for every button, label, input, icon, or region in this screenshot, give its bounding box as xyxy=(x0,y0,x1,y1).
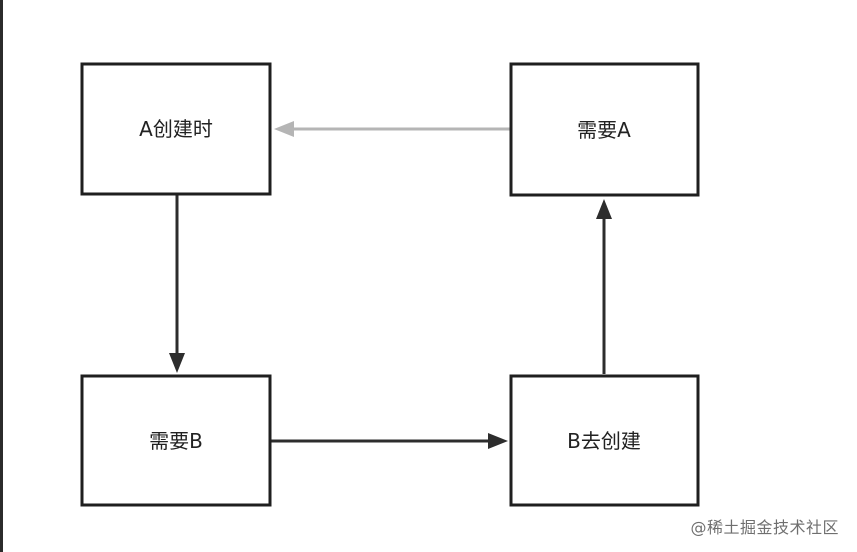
node-box xyxy=(509,62,700,197)
node-box xyxy=(80,62,272,196)
node-a-creating: A创建时 xyxy=(80,62,272,196)
watermark-text: @稀土掘金技术社区 xyxy=(690,518,839,537)
edge-need-b-to-b-creating xyxy=(270,433,508,449)
node-label: 需要A xyxy=(577,118,631,142)
arrowhead-down xyxy=(169,353,185,373)
arrowhead-right xyxy=(488,433,508,449)
edge-a-creating-to-need-b xyxy=(169,195,185,373)
node-box xyxy=(80,374,272,507)
left-border-line xyxy=(0,0,3,552)
node-box xyxy=(509,374,700,507)
arrowhead-up xyxy=(596,199,612,219)
node-label: 需要B xyxy=(149,429,203,453)
node-need-a: 需要A xyxy=(509,62,700,197)
node-b-creating: B去创建 xyxy=(509,374,700,507)
node-label: B去创建 xyxy=(567,429,641,453)
edge-b-creating-to-need-a xyxy=(596,199,612,374)
node-label: A创建时 xyxy=(139,117,213,141)
edge-need-a-to-a-creating xyxy=(274,121,510,137)
node-need-b: 需要B xyxy=(80,374,272,507)
arrowhead-left xyxy=(274,121,294,137)
